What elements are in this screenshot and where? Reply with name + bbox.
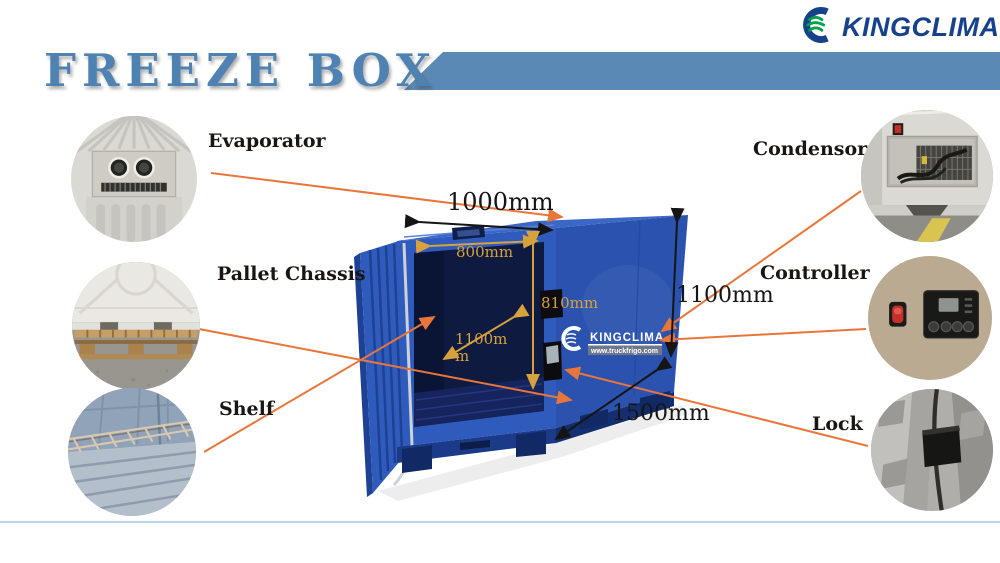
shelf-photo <box>68 388 196 516</box>
dimension-label-1500mm: 1500mm <box>612 401 710 426</box>
watermark-brand: KINGCLIMA <box>590 332 664 344</box>
callout-line-shelf <box>203 315 436 453</box>
box-watermark: KINGCLIMA www.truckfrigo.com <box>561 326 664 356</box>
part-label-evaporator: Evaporator <box>208 130 326 152</box>
lock-photo <box>871 389 993 511</box>
part-label-controller: Controller <box>760 262 870 284</box>
part-label-lock: Lock <box>812 413 863 435</box>
evaporator-photo <box>71 116 197 242</box>
title-banner <box>403 52 1000 90</box>
condensor-photo <box>861 110 993 242</box>
brand-logo-text: KINGCLIMA <box>842 11 1000 42</box>
dimension-label-1000mm: 1000mm <box>447 188 554 216</box>
callout-line-controller <box>659 328 867 347</box>
dimension-arrow-1100mm-interior <box>442 303 530 361</box>
dimension-arrow-1500mm <box>554 356 673 441</box>
dimension-label-1100mm-interior: 1100m m <box>455 330 508 365</box>
callout-line-pallet-chassis <box>198 328 573 405</box>
part-label-shelf: Shelf <box>219 398 275 420</box>
kingclima-logo-icon <box>792 3 836 51</box>
controller-photo <box>868 256 992 380</box>
dimension-arrow-1000mm <box>404 214 554 237</box>
dimension-label-800mm: 800mm <box>456 243 514 261</box>
callout-line-evaporator <box>210 172 564 223</box>
dimension-arrow-800mm <box>415 234 539 254</box>
page-title: FREEZE BOX <box>44 44 437 97</box>
part-label-condensor: Condensor <box>753 138 868 160</box>
dimension-arrow-1100mm <box>664 207 685 358</box>
brand-logo: KINGCLIMA <box>792 4 999 50</box>
dimension-label-1100mm: 1100mm <box>676 283 774 308</box>
part-label-pallet-chassis: Pallet Chassis <box>217 263 366 285</box>
bottom-rule <box>0 521 1000 523</box>
pallet-chassis-photo <box>72 262 200 390</box>
callout-line-condensor <box>660 190 862 333</box>
watermark-website: www.truckfrigo.com <box>590 348 658 355</box>
dimension-label-810mm: 810mm <box>541 294 599 312</box>
